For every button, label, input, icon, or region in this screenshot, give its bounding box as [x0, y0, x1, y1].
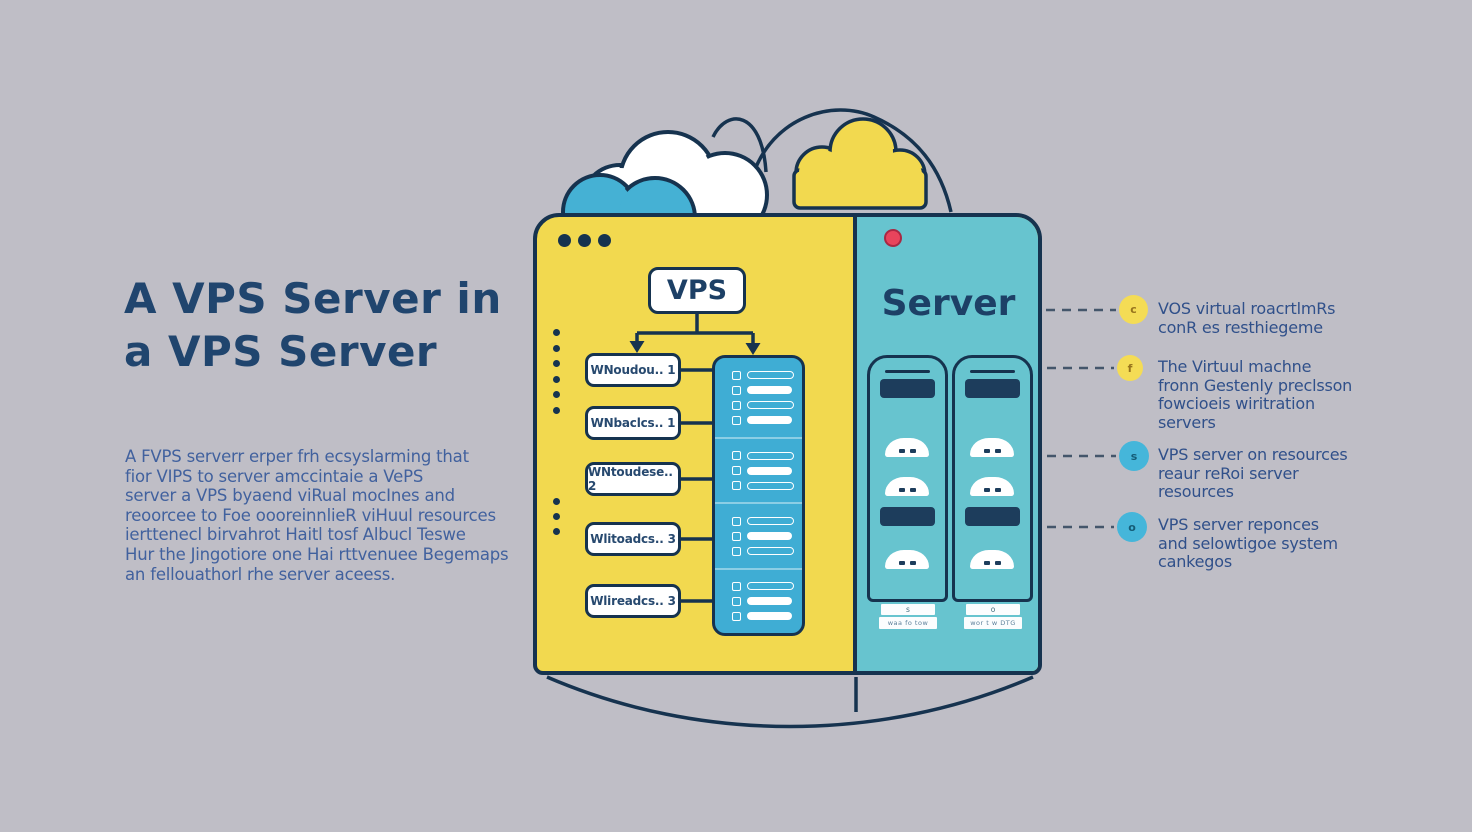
- annotation-text-2: The Virtuul machne fronn Gestenly precls…: [1158, 357, 1353, 432]
- checkbox-icon: [732, 400, 741, 410]
- drive-slot-icon: [880, 379, 935, 398]
- vent-icon: [970, 550, 1014, 569]
- yellow-cloud: [792, 117, 928, 210]
- process-list-section: [715, 502, 802, 567]
- process-list-section: [715, 437, 802, 502]
- vent-icon: [885, 550, 929, 569]
- vent-icon: [885, 477, 929, 496]
- checkbox-icon: [732, 581, 741, 591]
- annotation-text-1: VOS virtual roacrtlmRs conR es resthiege…: [1158, 299, 1336, 337]
- vm-box-5: Wlireadcs.. 3: [585, 584, 681, 618]
- tower-caption: wor t w DTG: [964, 617, 1022, 629]
- checkbox-icon: [732, 415, 741, 425]
- vent-icon: [970, 438, 1014, 457]
- dotted-line-bottom: [553, 498, 560, 535]
- process-row: [732, 546, 802, 556]
- menu-dots-icon: [558, 234, 611, 247]
- process-row: [732, 370, 802, 380]
- process-row: [732, 596, 802, 606]
- tower-tag: s: [881, 604, 935, 615]
- description-text: A FVPS serverr erper frh ecsyslarming th…: [125, 447, 509, 584]
- vm-box-2: WNbaclcs.. 1: [585, 406, 681, 440]
- process-row: [732, 581, 802, 591]
- process-bar: [747, 416, 792, 425]
- process-row: [732, 451, 802, 461]
- vps-label-box: VPS: [648, 267, 746, 314]
- checkbox-icon: [732, 531, 741, 541]
- annotation-marker-2: f: [1117, 355, 1143, 381]
- annotation-text-4: VPS server reponces and selowtigoe syste…: [1158, 515, 1338, 572]
- process-bar: [747, 386, 792, 395]
- vm-box-3: WNtoudese.. 2: [585, 462, 681, 496]
- process-bar: [747, 547, 794, 556]
- process-bar: [747, 582, 794, 591]
- dotted-line-top: [553, 329, 560, 414]
- cloud-outline-arc: [751, 108, 953, 213]
- checkbox-icon: [732, 516, 741, 526]
- process-row: [732, 466, 802, 476]
- annotation-text-3: VPS server on resources reaur reRoi serv…: [1158, 445, 1348, 502]
- vent-icon: [970, 477, 1014, 496]
- checkbox-icon: [732, 596, 741, 606]
- process-row: [732, 516, 802, 526]
- panel-divider: [853, 215, 857, 673]
- server-label: Server: [881, 283, 1016, 324]
- process-bar: [747, 371, 794, 380]
- checkbox-icon: [732, 611, 741, 621]
- checkbox-icon: [732, 451, 741, 461]
- process-bar: [747, 451, 794, 460]
- vm-box-1: WNoudou.. 1: [585, 353, 681, 387]
- checkbox-icon: [732, 385, 741, 395]
- drive-slot-icon: [880, 507, 935, 526]
- server-tower-right: [952, 355, 1033, 602]
- process-row: [732, 611, 802, 621]
- process-bar: [747, 597, 792, 606]
- tower-tag: o: [966, 604, 1020, 615]
- status-dot-icon: [884, 229, 902, 247]
- process-bar: [747, 517, 794, 526]
- checkbox-icon: [732, 546, 741, 556]
- process-list-panel: [712, 355, 805, 636]
- vent-icon: [885, 438, 929, 457]
- checkbox-icon: [732, 370, 741, 380]
- vm-box-4: Wlitoadcs.. 3: [585, 522, 681, 556]
- annotation-marker-1: c: [1119, 295, 1148, 324]
- page-title: A VPS Server in a VPS Server: [124, 274, 502, 376]
- annotation-marker-4: o: [1117, 512, 1147, 542]
- process-bar: [747, 532, 792, 541]
- dot-icon: [598, 234, 611, 247]
- process-row: [732, 415, 802, 425]
- tower-line: [885, 370, 930, 373]
- drive-slot-icon: [965, 379, 1020, 398]
- drive-slot-icon: [965, 507, 1020, 526]
- process-row: [732, 481, 802, 491]
- dot-icon: [558, 234, 571, 247]
- process-row: [732, 385, 802, 395]
- tower-caption: waa fo tow: [879, 617, 937, 629]
- process-row: [732, 531, 802, 541]
- process-bar: [747, 466, 792, 475]
- annotation-marker-3: s: [1119, 441, 1149, 471]
- checkbox-icon: [732, 481, 741, 491]
- process-list-section: [715, 358, 802, 437]
- process-list-section: [715, 567, 802, 633]
- process-row: [732, 400, 802, 410]
- dot-icon: [578, 234, 591, 247]
- server-tower-left: [867, 355, 948, 602]
- process-bar: [747, 401, 794, 410]
- tower-line: [970, 370, 1015, 373]
- checkbox-icon: [732, 466, 741, 476]
- process-bar: [747, 481, 794, 490]
- process-bar: [747, 612, 792, 621]
